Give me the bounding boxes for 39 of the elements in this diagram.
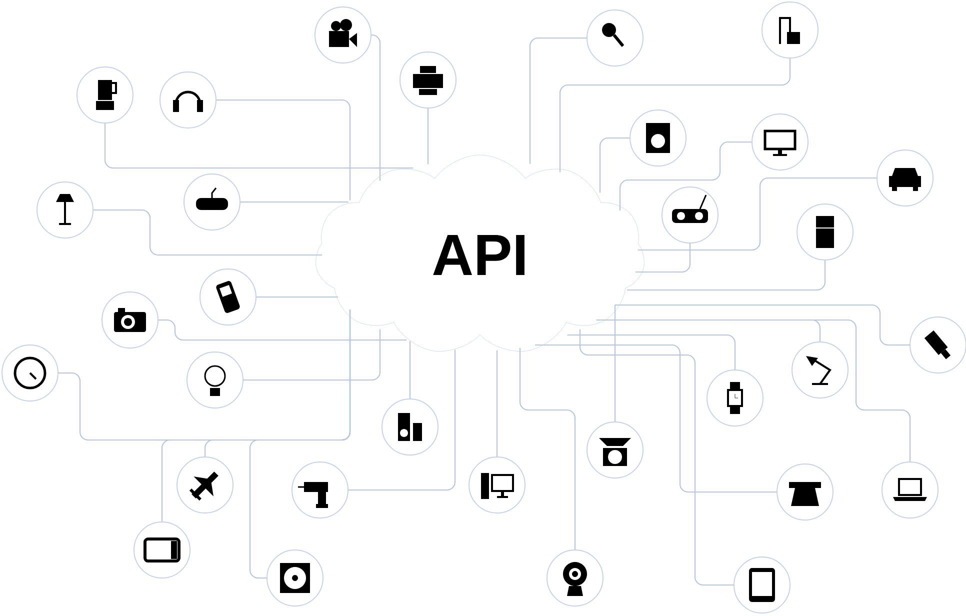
device-circle [468, 456, 526, 514]
connector-line [596, 319, 911, 462]
api-cloud: API [316, 154, 644, 352]
connector-line [427, 108, 429, 164]
device-circle [134, 522, 190, 578]
connector-line [614, 304, 616, 422]
connector-line [94, 209, 322, 256]
connector-line [409, 341, 411, 398]
device-circle [586, 10, 644, 66]
connector-line [216, 99, 351, 200]
connector-line [249, 310, 351, 579]
connector-line [638, 177, 877, 251]
connector-line [627, 260, 826, 291]
connector-line [529, 37, 586, 164]
connector-line [256, 296, 338, 298]
device-circle [2, 344, 58, 402]
connector-line [579, 329, 734, 586]
connector-line [636, 244, 691, 273]
connector-line [240, 201, 348, 203]
connector-line [158, 319, 407, 341]
connector-line [599, 137, 630, 193]
connector-line [535, 344, 776, 493]
connector-line [244, 329, 381, 381]
device-circle [762, 2, 818, 58]
device-circle [752, 114, 808, 170]
connector-line [348, 350, 456, 491]
device-circle [792, 342, 848, 398]
connector-line [614, 304, 910, 346]
connector-line [559, 58, 791, 172]
connector-line [104, 124, 414, 169]
device-circle [186, 352, 244, 408]
connector-line [496, 350, 498, 456]
device-circle [160, 72, 216, 128]
connector-line [371, 34, 381, 181]
connector-line [567, 334, 736, 370]
connector-line [619, 141, 752, 210]
connector-line [519, 348, 576, 550]
device-circle [36, 182, 94, 238]
device-circle [882, 462, 938, 518]
